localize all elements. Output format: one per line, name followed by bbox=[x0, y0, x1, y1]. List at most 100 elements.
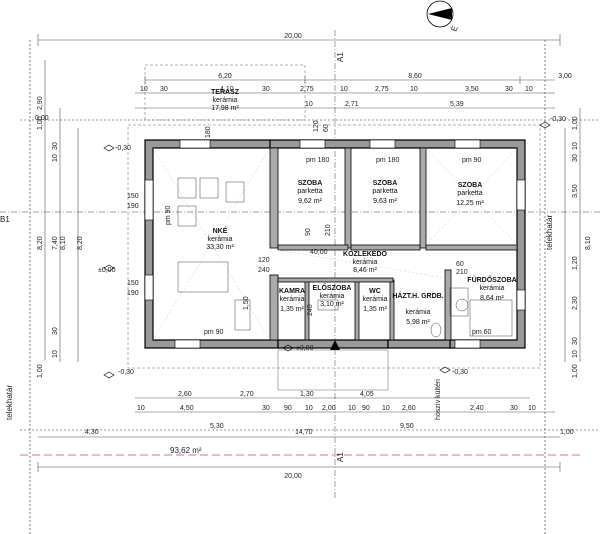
room-kozlekedo: KÖZLEKEDŐ kerámia 8,46 m² bbox=[343, 249, 388, 274]
room-szoba-1: SZOBA parketta 9,62 m² bbox=[297, 180, 322, 205]
section-marker-side: B1 bbox=[0, 215, 10, 224]
section-lines bbox=[0, 30, 600, 500]
plot-boundary bbox=[20, 40, 600, 534]
north-label: É bbox=[449, 25, 459, 33]
svg-text:3,50: 3,50 bbox=[465, 86, 479, 93]
level-markers bbox=[103, 121, 551, 379]
dim-bottom-row3: 4,30 5,30 14,70 9,50 1,00 bbox=[85, 423, 574, 436]
svg-text:kerámia: kerámia bbox=[213, 97, 238, 104]
svg-text:10: 10 bbox=[410, 86, 418, 93]
svg-text:KÖZLEKEDŐ: KÖZLEKEDŐ bbox=[343, 249, 388, 258]
svg-text:150: 150 bbox=[127, 280, 139, 287]
svg-text:parketta: parketta bbox=[297, 188, 322, 195]
svg-text:9,62 m²: 9,62 m² bbox=[298, 198, 322, 205]
dim-bottom-row1: 2,60 2,70 1,30 4,05 bbox=[178, 391, 374, 398]
svg-text:90: 90 bbox=[305, 228, 312, 236]
dim-bottom-total: 20,00 bbox=[284, 473, 302, 480]
section-marker-top: A1 bbox=[336, 52, 345, 62]
svg-text:8,46 m²: 8,46 m² bbox=[353, 267, 377, 274]
svg-text:90: 90 bbox=[284, 405, 292, 412]
svg-text:1,35 m²: 1,35 m² bbox=[363, 306, 387, 313]
section-marker-bottom: A1 bbox=[336, 452, 345, 462]
svg-text:1,00: 1,00 bbox=[560, 429, 574, 436]
level-zero-entry: ±0,00 bbox=[296, 345, 314, 352]
svg-text:2,90: 2,90 bbox=[37, 96, 44, 110]
svg-text:30: 30 bbox=[510, 405, 518, 412]
svg-text:10: 10 bbox=[305, 405, 313, 412]
svg-text:2,75: 2,75 bbox=[375, 86, 389, 93]
svg-text:150: 150 bbox=[127, 193, 139, 200]
svg-text:SZOBA: SZOBA bbox=[373, 180, 398, 187]
dim-top-right: 3,00 bbox=[558, 73, 572, 80]
svg-text:parketta: parketta bbox=[372, 188, 397, 195]
svg-text:4,05: 4,05 bbox=[360, 391, 374, 398]
svg-text:240: 240 bbox=[307, 304, 314, 316]
dim-right: 1,00 10 30 3,50 8,10 1,20 2,30 30 10 1,0… bbox=[572, 116, 592, 378]
level-minus-br: -0,30 bbox=[452, 369, 468, 376]
svg-text:10: 10 bbox=[572, 350, 579, 358]
svg-text:120: 120 bbox=[258, 257, 270, 264]
svg-text:30: 30 bbox=[572, 337, 579, 345]
svg-text:4,50: 4,50 bbox=[180, 405, 194, 412]
dim-bottom-row2: 10 4,50 30 90 10 2,00 10 90 10 2,60 2,40… bbox=[137, 405, 536, 412]
svg-text:10: 10 bbox=[382, 405, 390, 412]
svg-text:5,30: 5,30 bbox=[210, 423, 224, 430]
svg-text:30: 30 bbox=[160, 86, 168, 93]
svg-text:8,10: 8,10 bbox=[60, 236, 67, 250]
room-furdoszoba: FÜRDŐSZOBA kerámia 8,64 m² bbox=[467, 275, 516, 302]
room-szoba-2: SZOBA parketta 9,63 m² bbox=[372, 180, 397, 205]
svg-text:7,40: 7,40 bbox=[52, 236, 59, 250]
svg-text:2,71: 2,71 bbox=[345, 101, 359, 108]
svg-text:30: 30 bbox=[52, 142, 59, 150]
svg-text:30: 30 bbox=[572, 154, 579, 162]
interior-walls bbox=[269, 147, 518, 341]
svg-text:kerámia: kerámia bbox=[320, 293, 345, 300]
svg-text:30: 30 bbox=[52, 327, 59, 335]
svg-text:pm 180: pm 180 bbox=[306, 157, 329, 164]
svg-text:33,30 m²: 33,30 m² bbox=[206, 244, 234, 251]
svg-text:10: 10 bbox=[572, 142, 579, 150]
furniture bbox=[177, 177, 513, 338]
entry-steps bbox=[277, 349, 389, 391]
svg-text:190: 190 bbox=[127, 290, 139, 297]
svg-text:KAMRA: KAMRA bbox=[279, 288, 305, 295]
room-diagonals bbox=[152, 147, 518, 341]
svg-text:10: 10 bbox=[140, 86, 148, 93]
level-minus-tr: -0,30 bbox=[550, 116, 566, 123]
svg-text:210: 210 bbox=[456, 269, 468, 276]
dim-top-row2: 10 30 4,10 30 2,75 10 2,75 10 3,50 30 10 bbox=[140, 86, 533, 93]
svg-text:kerámia: kerámia bbox=[480, 285, 505, 292]
svg-text:SZOBA: SZOBA bbox=[298, 180, 323, 187]
room-kamra: KAMRA kerámia 1,35 m² bbox=[279, 288, 305, 313]
svg-text:240: 240 bbox=[258, 267, 270, 274]
svg-text:10: 10 bbox=[348, 405, 356, 412]
dimension-lines-sides bbox=[44, 60, 581, 362]
svg-text:120: 120 bbox=[313, 120, 320, 132]
svg-text:8,10: 8,10 bbox=[585, 236, 592, 250]
svg-text:2,75: 2,75 bbox=[300, 86, 314, 93]
svg-text:2,40: 2,40 bbox=[470, 405, 484, 412]
opening-labels: 150 190 150 190 pm 90 pm 180 pm 180 pm 9… bbox=[127, 120, 492, 336]
svg-text:SZOBA: SZOBA bbox=[458, 182, 483, 189]
svg-text:pm 180: pm 180 bbox=[376, 157, 399, 164]
svg-text:NKÉ: NKÉ bbox=[213, 226, 228, 235]
room-szoba-3: SZOBA parketta 12,25 m² bbox=[456, 182, 484, 207]
windows bbox=[144, 139, 526, 349]
svg-text:FÜRDŐSZOBA: FÜRDŐSZOBA bbox=[467, 275, 516, 284]
svg-text:60: 60 bbox=[456, 261, 464, 268]
svg-text:5,98 m²: 5,98 m² bbox=[406, 319, 430, 326]
svg-text:10: 10 bbox=[340, 86, 348, 93]
svg-text:8,64 m²: 8,64 m² bbox=[480, 295, 504, 302]
svg-text:90: 90 bbox=[362, 405, 370, 412]
svg-text:2,60: 2,60 bbox=[402, 405, 416, 412]
svg-text:10: 10 bbox=[525, 86, 533, 93]
level-zero: ±0,00 bbox=[98, 267, 116, 274]
dim-top-left: 6,20 bbox=[218, 73, 232, 80]
dimension-lines-top bbox=[37, 34, 561, 109]
svg-text:parketta: parketta bbox=[457, 190, 482, 197]
svg-text:ELŐSZOBA: ELŐSZOBA bbox=[313, 283, 352, 292]
svg-text:2,30: 2,30 bbox=[572, 296, 579, 310]
svg-text:1,35 m²: 1,35 m² bbox=[280, 306, 304, 313]
entrance-arrow bbox=[330, 340, 340, 350]
dim-left: 2,90 1,00 10 30 8,20 7,40 8,10 8,20 30 1… bbox=[37, 96, 84, 378]
